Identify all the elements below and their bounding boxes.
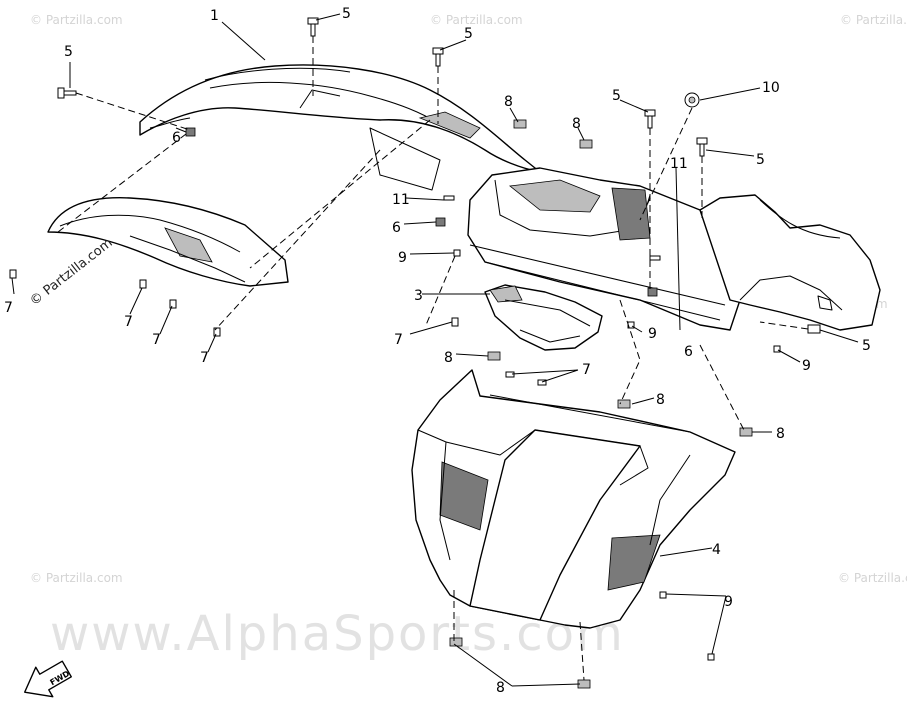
front-fender-part-1[interactable]: [47, 64, 541, 287]
callout-8-f: 8: [496, 680, 505, 696]
screw-7-g[interactable]: [537, 379, 547, 386]
callout-9-d: 9: [724, 594, 733, 610]
callout-labels: 1 3 4 5 5 5 5 5 5 6 6 6 7 7 7 7 7 7 8 8 …: [4, 6, 871, 696]
callout-5-e: 5: [756, 152, 765, 168]
clip-8-f[interactable]: [449, 637, 463, 647]
callout-9-b: 9: [648, 326, 657, 342]
callout-4: 4: [712, 542, 721, 558]
callout-7-a: 7: [4, 300, 13, 316]
watermark-site-2: © Partzilla.com: [430, 13, 523, 27]
front-cover-part-4[interactable]: [411, 369, 736, 629]
bolt-9-c[interactable]: [773, 345, 781, 353]
callout-11-b: 11: [670, 156, 688, 172]
screw-7-b[interactable]: [139, 279, 147, 289]
screw-7-a[interactable]: [9, 269, 17, 279]
clip-8-a[interactable]: [513, 119, 527, 129]
callout-1: 1: [210, 8, 219, 24]
callout-5-b: 5: [464, 26, 473, 42]
clip-8-d[interactable]: [617, 399, 631, 409]
fwd-arrow-icon: FWD: [24, 660, 72, 698]
bolt-9-a[interactable]: [453, 249, 461, 257]
callout-3: 3: [414, 288, 423, 304]
screw-5-d[interactable]: [644, 109, 656, 129]
callout-5-a: 5: [342, 6, 351, 22]
screw-5-f[interactable]: [807, 324, 821, 334]
watermark-site-3: © Partzilla.com: [840, 13, 907, 27]
callout-5-c: 5: [64, 44, 73, 60]
bolt-9-d[interactable]: [659, 591, 667, 599]
screw-5-c[interactable]: [57, 87, 77, 99]
tab-11-a[interactable]: [443, 195, 455, 201]
watermark-site-1: © Partzilla.com: [30, 13, 123, 27]
callout-5-d: 5: [612, 88, 621, 104]
callout-7-f: 7: [582, 362, 591, 378]
rear-fender[interactable]: [699, 194, 881, 331]
callout-7-b: 7: [124, 314, 133, 330]
callout-5-f: 5: [862, 338, 871, 354]
bracket-part-3[interactable]: [484, 284, 603, 351]
callout-7-d: 7: [200, 350, 209, 366]
callout-8-a: 8: [504, 94, 513, 110]
nut-6-a[interactable]: [185, 127, 196, 137]
callout-6-b: 6: [392, 220, 401, 236]
watermark-site-4: © Partzilla.com: [30, 571, 123, 585]
screw-7-c[interactable]: [169, 299, 177, 309]
clip-8-c[interactable]: [487, 351, 501, 361]
callout-7-e: 7: [394, 332, 403, 348]
callout-6-c: 6: [684, 344, 693, 360]
fasteners: [9, 17, 821, 689]
screw-7-e[interactable]: [451, 317, 459, 327]
clip-8-b[interactable]: [579, 139, 593, 149]
watermark-site-6: © Partzilla.com: [838, 571, 907, 585]
nut-6-c[interactable]: [647, 287, 658, 297]
clip-8-e[interactable]: [739, 427, 753, 437]
callout-8-d: 8: [656, 392, 665, 408]
callout-7-c: 7: [152, 332, 161, 348]
callout-8-c: 8: [444, 350, 453, 366]
nut-6-b[interactable]: [435, 217, 446, 227]
screw-7-f[interactable]: [505, 371, 515, 378]
assembly-lines: [57, 36, 809, 681]
screw-5-a[interactable]: [307, 17, 319, 37]
leader-lines: [11, 13, 859, 687]
callout-9-c: 9: [802, 358, 811, 374]
callout-6-a: 6: [172, 130, 181, 146]
screw-7-d[interactable]: [213, 327, 221, 337]
callout-11-a: 11: [392, 192, 410, 208]
callout-8-b: 8: [572, 116, 581, 132]
callout-8-e: 8: [776, 426, 785, 442]
bolt-9-e[interactable]: [707, 653, 715, 661]
tab-11-b[interactable]: [649, 255, 661, 261]
callout-9-a: 9: [398, 250, 407, 266]
screw-5-b[interactable]: [432, 47, 444, 67]
grommet-10[interactable]: [684, 92, 700, 108]
screw-5-e[interactable]: [696, 137, 708, 157]
callout-10: 10: [762, 80, 780, 96]
watermark-site-dark: © Partzilla.com: [27, 236, 115, 310]
